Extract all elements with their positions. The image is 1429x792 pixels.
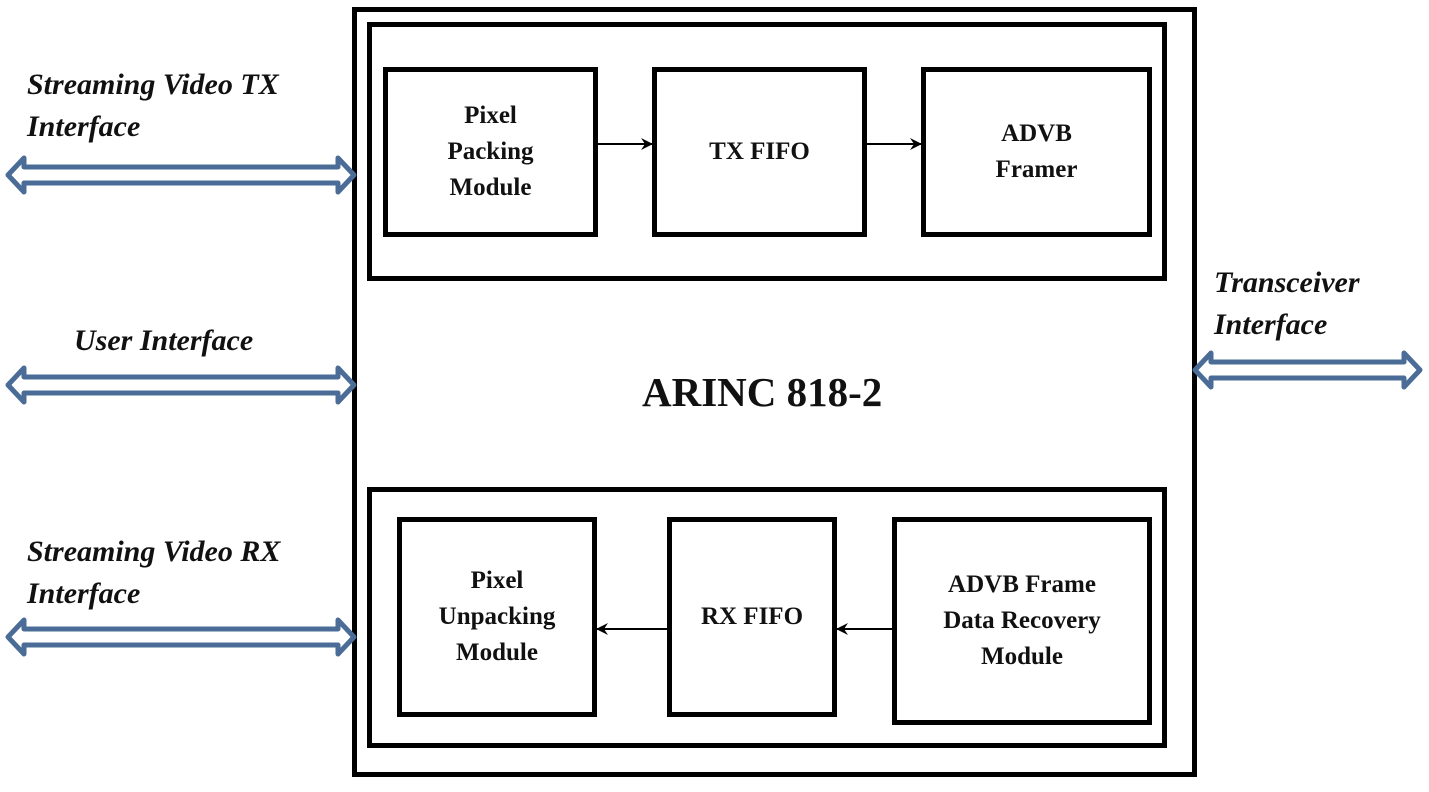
user-interface-label: User Interface bbox=[74, 324, 254, 357]
advb-frame-data-recovery-block: ADVB Frame Data Recovery Module bbox=[892, 517, 1152, 725]
rx-video-interface-label: Streaming Video RX Interface bbox=[27, 535, 281, 610]
pixel-packing-module-block: Pixel Packing Module bbox=[383, 67, 598, 237]
rx-video-interface-arrow bbox=[5, 617, 357, 657]
arinc-818-title: ARINC 818-2 bbox=[642, 369, 883, 415]
transceiver-interface-arrow bbox=[1192, 350, 1423, 390]
block-label: TX FIFO bbox=[709, 138, 810, 165]
advb-framer-block: ADVB Framer bbox=[921, 67, 1152, 237]
tx-fifo-block: TX FIFO bbox=[652, 67, 867, 237]
block-label: ADVB Framer bbox=[995, 120, 1078, 183]
user-interface-arrow bbox=[5, 365, 357, 405]
block-label: Pixel Unpacking Module bbox=[438, 567, 556, 666]
pixel-unpacking-module-block: Pixel Unpacking Module bbox=[397, 517, 597, 717]
tx-video-interface-label: Streaming Video TX Interface bbox=[27, 68, 279, 143]
tx-video-interface-arrow bbox=[5, 155, 357, 195]
block-label: Pixel Packing Module bbox=[447, 102, 534, 201]
block-label: ADVB Frame Data Recovery Module bbox=[943, 571, 1101, 670]
rx-fifo-block: RX FIFO bbox=[667, 517, 837, 717]
transceiver-interface-label: Transceiver Interface bbox=[1214, 266, 1360, 341]
block-label: RX FIFO bbox=[700, 603, 804, 630]
